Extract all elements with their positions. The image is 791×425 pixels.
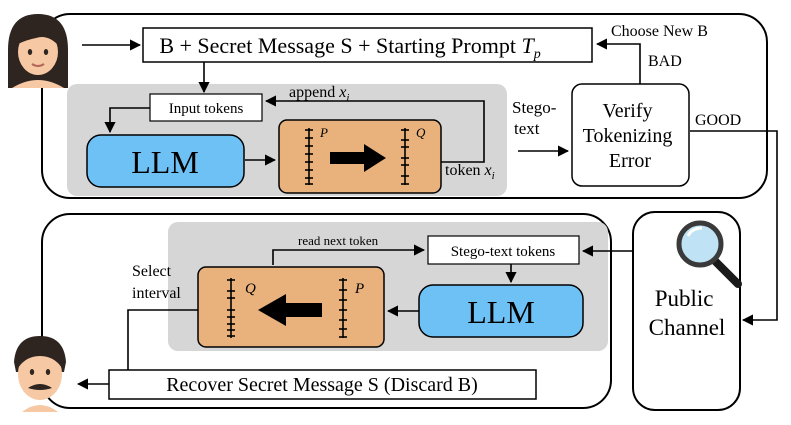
encoder-llm-label: LLM <box>131 144 199 180</box>
recover-label: Recover Secret Message S (Discard B) <box>166 374 478 396</box>
read-next-token-label: read next token <box>298 233 379 248</box>
stego-tokens-label: Stego-text tokens <box>451 244 556 260</box>
stego-tokens-box <box>427 235 580 265</box>
good-label: GOOD <box>695 112 741 129</box>
decoder-q-scale-icon <box>227 278 235 338</box>
decoder-map-arrow-icon <box>258 294 322 326</box>
recover-box <box>108 369 537 400</box>
encoder-q-scale-icon <box>401 128 409 185</box>
public-channel-label: Public Channel <box>649 286 726 340</box>
encoder-p-label: P <box>319 125 328 140</box>
prompt-box-text: B + Secret Message S + Starting Prompt T… <box>159 33 540 62</box>
bad-label: BAD <box>648 53 682 70</box>
verify-label: Verify Tokenizing Error <box>583 100 678 172</box>
stego-text-label: Stego- text <box>512 98 561 138</box>
decoder-frame <box>41 213 612 409</box>
input-tokens-box <box>149 93 263 122</box>
encoder-llm-box <box>86 134 245 188</box>
encoder-q-label: Q <box>416 125 426 140</box>
input-tokens-label: Input tokens <box>169 101 244 117</box>
verify-box <box>571 83 690 187</box>
select-interval-label: Select interval <box>132 263 181 302</box>
encoder-p-scale-icon <box>305 128 313 185</box>
encoder-map-arrow-icon <box>330 144 386 172</box>
man-avatar-icon <box>14 336 66 412</box>
decoder-p-scale-icon <box>339 278 347 338</box>
decoder-q-label: Q <box>245 281 256 297</box>
decoder-p-label: P <box>354 281 364 297</box>
append-label: append xi <box>289 84 349 104</box>
choose-new-b-label: Choose New B <box>611 23 708 40</box>
magnifier-icon <box>676 220 742 288</box>
decoder-llm-label: LLM <box>467 294 535 330</box>
encoder-frame <box>41 13 768 199</box>
woman-avatar-icon <box>8 14 68 88</box>
token-label: token xi <box>445 162 495 182</box>
prompt-box <box>142 27 593 63</box>
